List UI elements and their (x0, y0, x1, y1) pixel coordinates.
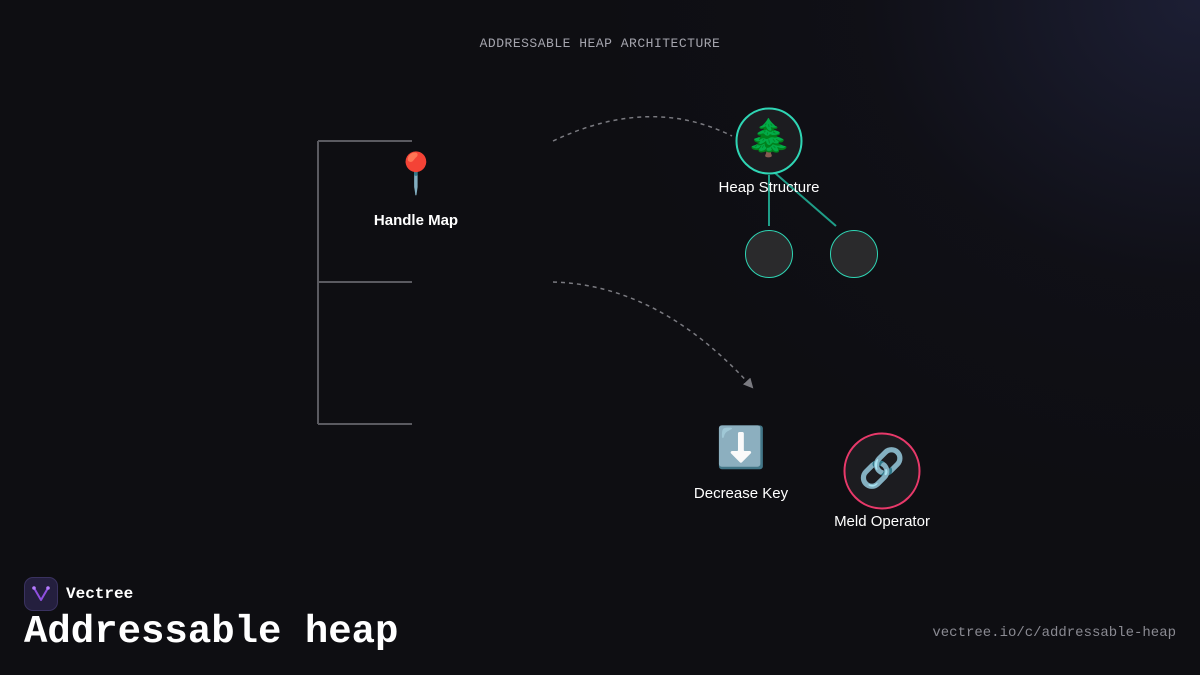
heap-structure-node (735, 107, 803, 175)
evergreen-tree-icon: 🌲 (746, 118, 792, 159)
brand-name: Vectree (66, 585, 134, 603)
handle-map-label: Handle Map (373, 212, 459, 229)
page-title: Addressable heap (24, 610, 399, 654)
brand: Vectree (24, 577, 133, 611)
heap-structure-label: Heap Structure (718, 179, 820, 196)
connector-handle-to-decrease-key (552, 281, 754, 389)
page-url[interactable]: vectree.io/c/addressable-heap (932, 625, 1176, 641)
heap-child-node-left (745, 230, 793, 278)
meld-operator-node (843, 432, 921, 510)
down-arrow-icon: ⬇️ (716, 425, 766, 471)
connector-handle-to-heap (552, 116, 733, 142)
vectree-logo-icon (24, 577, 58, 611)
heap-edge-right (774, 172, 837, 227)
meld-operator-label: Meld Operator (834, 513, 930, 530)
diagram-caption: ADDRESSABLE HEAP ARCHITECTURE (479, 36, 721, 51)
heap-child-node-right (830, 230, 878, 278)
link-icon: 🔗 (858, 446, 906, 490)
decrease-key-label: Decrease Key (693, 485, 789, 502)
pushpin-icon: 📍 (391, 151, 441, 197)
handle-bracket (317, 140, 412, 425)
